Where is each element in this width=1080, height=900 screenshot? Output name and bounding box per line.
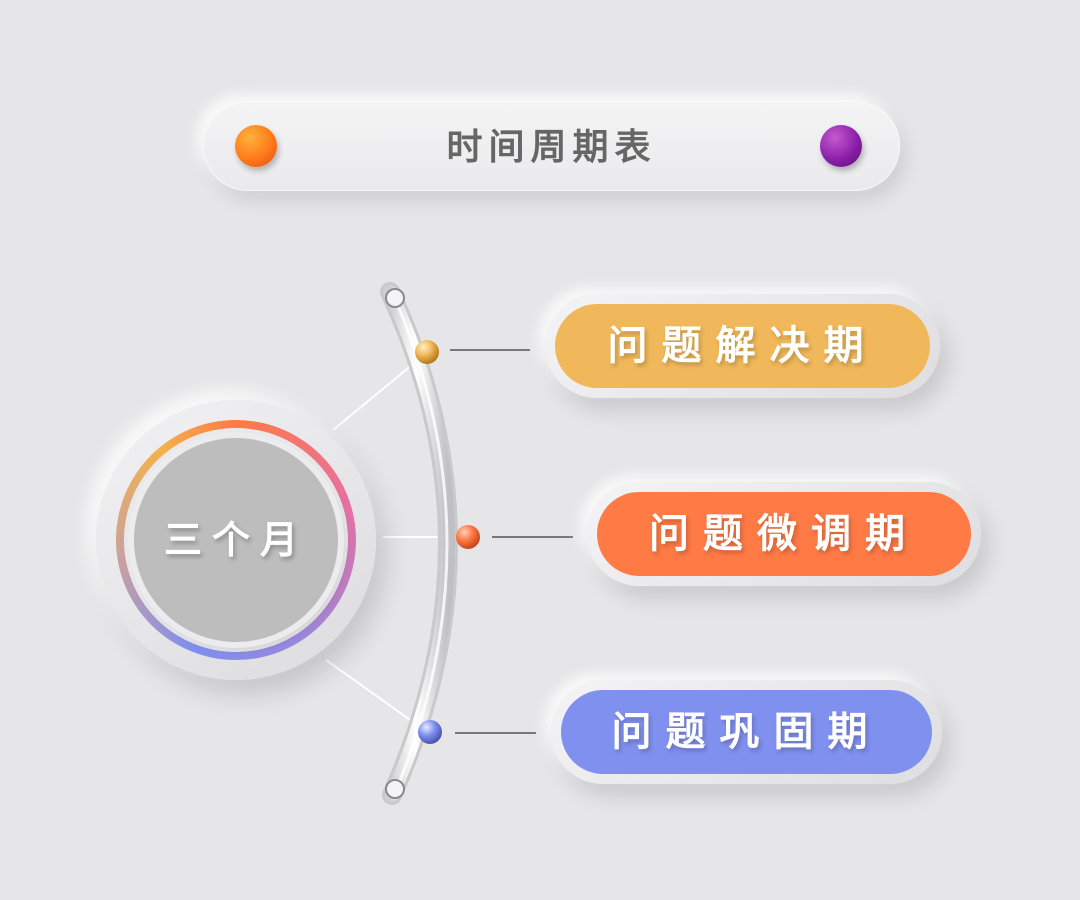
hub-core: 三个月 xyxy=(134,438,338,642)
rail-bottom-ring-icon xyxy=(385,779,405,799)
title-bar: 时间周期表 xyxy=(203,101,900,191)
rail-top-ring-icon xyxy=(385,288,405,308)
stage-pill-2: 问题微调期 xyxy=(587,482,981,586)
stage1-bead-icon xyxy=(415,340,439,364)
stage-label-1: 问题解决期 xyxy=(555,304,930,388)
hub-circle: 三个月 xyxy=(96,400,376,680)
hub-link-top xyxy=(332,364,413,431)
orange-dot-icon xyxy=(235,125,277,167)
page-title: 时间周期表 xyxy=(446,127,657,168)
stage-pill-1: 问题解决期 xyxy=(545,294,940,398)
stage-pill-3: 问题巩固期 xyxy=(551,680,942,784)
hub-link-bottom xyxy=(325,659,414,723)
hub-label: 三个月 xyxy=(163,518,308,562)
stage-label-3: 问题巩固期 xyxy=(561,690,932,774)
stage2-bead-icon xyxy=(456,525,480,549)
purple-dot-icon xyxy=(820,125,862,167)
stage3-bead-icon xyxy=(418,720,442,744)
stage-label-2: 问题微调期 xyxy=(597,492,971,576)
